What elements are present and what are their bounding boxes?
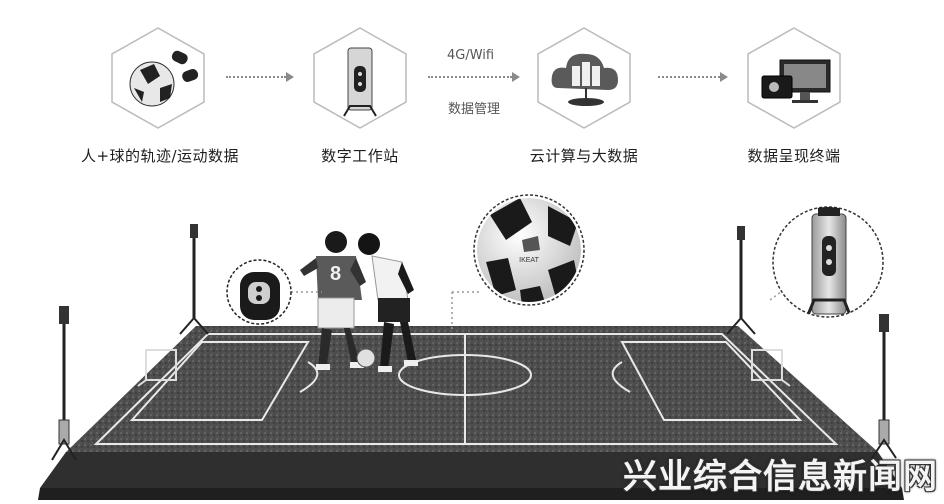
player-number: 8 [330,263,341,285]
field-lines [93,333,839,445]
flow-arrow-3 [658,76,720,80]
flow-arrow-1-head [286,72,294,82]
wearable-tracker-callout [226,259,292,325]
ball-and-trackers-icon [111,27,205,129]
cloud-server-icon [537,27,631,129]
step-label-workstation: 数字工作站 [321,147,399,165]
flow-arrow-2 [428,76,512,80]
player-white-jersey [358,233,418,372]
tracking-pole-back-right [726,226,756,335]
flow-arrow-3-head [720,72,728,82]
player-red-jersey: 8 [300,231,366,370]
soccer-field [38,326,904,500]
goal-right [751,349,791,387]
workstation-tower-icon [313,27,407,129]
step-label-motion-data: 人+球的轨迹/运动数据 [80,147,240,165]
flow-arrow-1 [226,76,286,80]
tracking-pole-front-left [51,306,77,461]
goal-left [137,349,177,387]
connector-management-text: 数据管理 [448,102,501,117]
smart-ball-callout: IKEAT [473,194,585,306]
watermark-text: 兴业综合信息新闻网 [623,457,938,497]
step-label-cloud-bigdata: 云计算与大数据 [529,147,639,165]
tracking-pole-front-right [871,314,897,459]
workstation-callout [772,206,884,318]
tracking-pole-back-left [179,224,209,335]
flow-arrow-2-head [512,72,520,82]
soccer-ball-on-field [356,348,376,368]
step-label-display-terminal: 数据呈现终端 [747,147,841,165]
connector-network-text: 4G/Wifi [447,48,495,63]
ball-brand-text: IKEAT [519,257,539,264]
display-terminals-icon [747,27,841,129]
